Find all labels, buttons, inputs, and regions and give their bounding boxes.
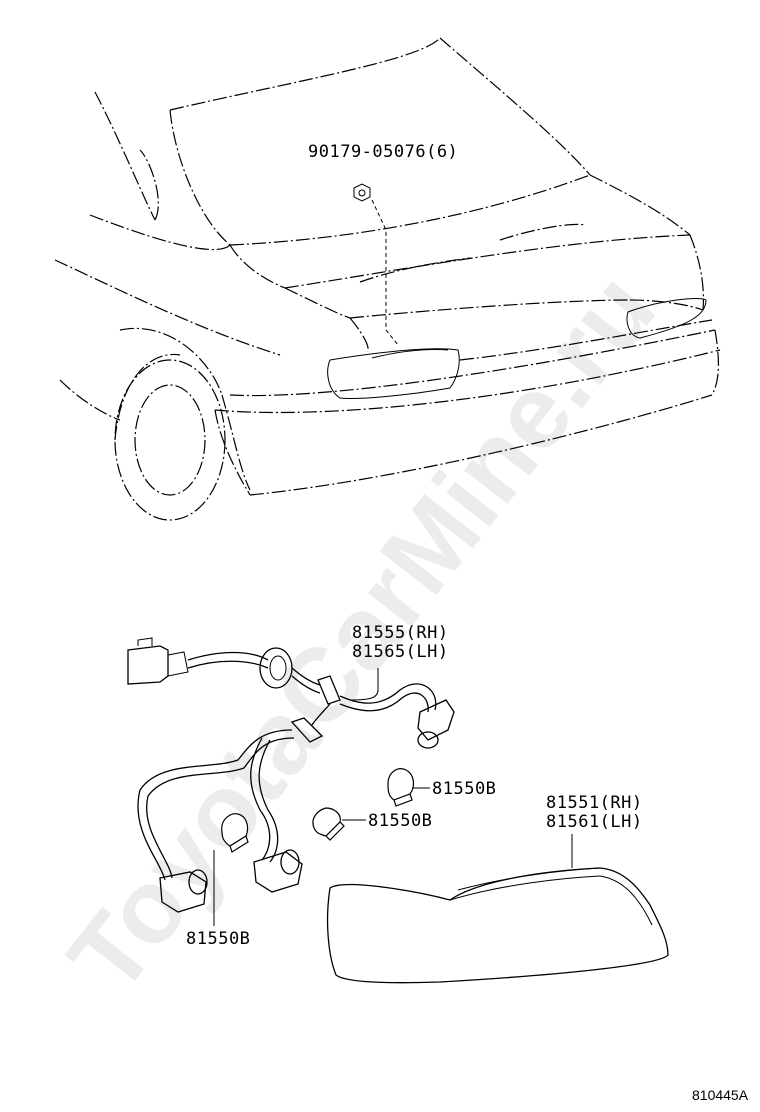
label-bulb-middle: 81550B	[368, 811, 432, 831]
label-lamp-lh: 81561(LH)	[546, 812, 643, 832]
vehicle-outline	[54, 37, 721, 521]
bulb-middle	[312, 807, 345, 841]
diagram-id: 810445A	[692, 1087, 749, 1103]
label-harness-lh: 81565(LH)	[352, 642, 449, 662]
bulb-upper	[387, 768, 415, 807]
bulb-left	[221, 813, 249, 853]
nut-90179	[353, 183, 399, 346]
label-nut-90179: 90179-05076(6)	[308, 142, 458, 162]
label-bulb-left: 81550B	[186, 929, 250, 949]
label-lamp-rh: 81551(RH)	[546, 793, 643, 813]
tail-lamp-assembly	[326, 867, 669, 984]
wiring-harness	[127, 637, 455, 913]
label-bulb-upper: 81550B	[432, 779, 496, 799]
label-harness-rh: 81555(RH)	[352, 623, 449, 643]
